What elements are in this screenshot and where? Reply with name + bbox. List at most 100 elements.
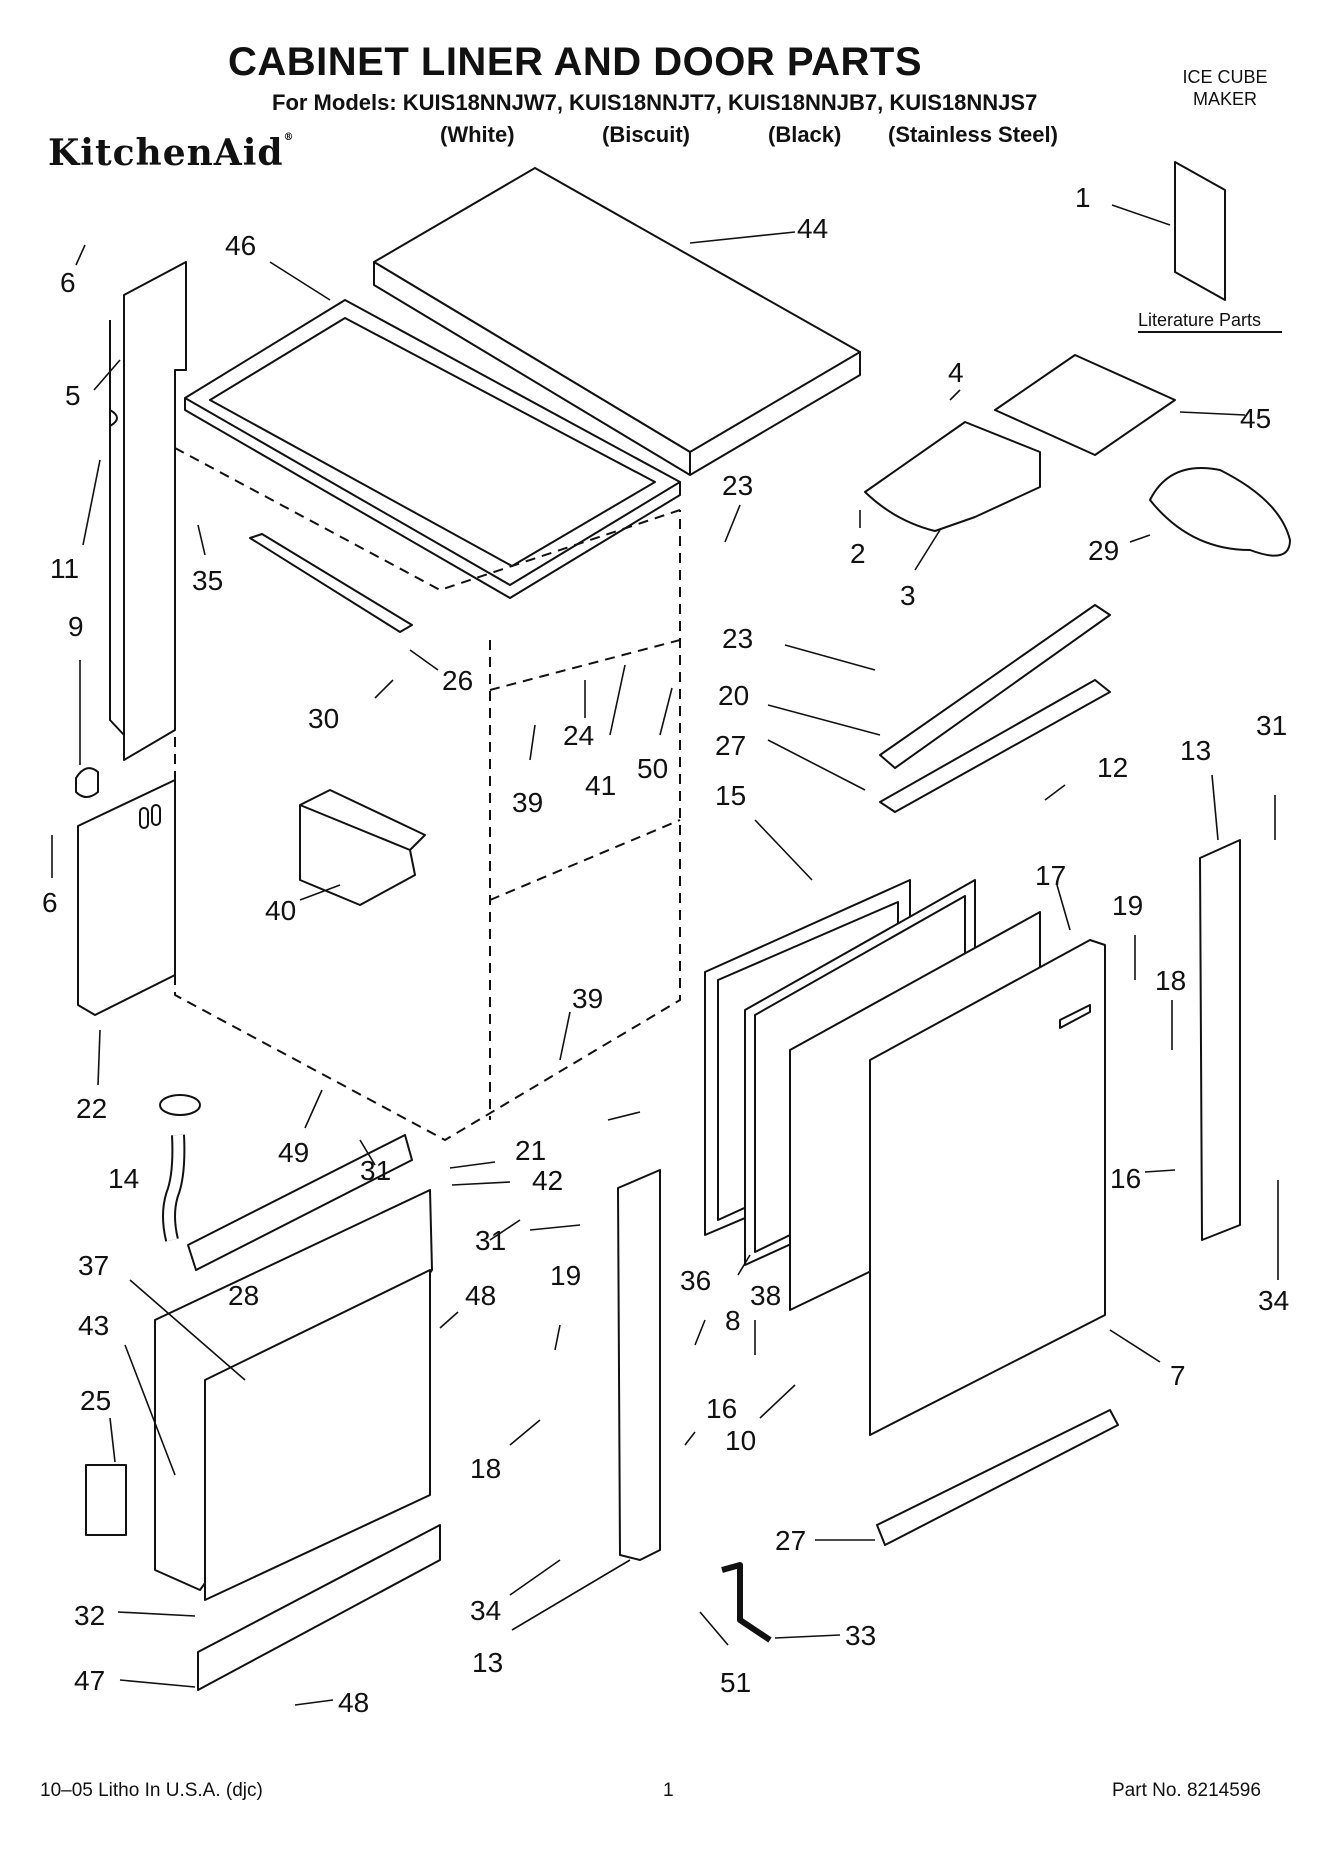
callout-6: 6 xyxy=(42,887,58,918)
callout-31: 31 xyxy=(475,1225,506,1256)
callout-19: 19 xyxy=(550,1260,581,1291)
toe-grille-part xyxy=(197,1524,441,1691)
callout-labels: 44 46 1 6 5 11 9 6 22 35 26 30 40 49 23 … xyxy=(42,182,1289,1718)
callout-39: 39 xyxy=(512,787,543,818)
callout-31: 31 xyxy=(360,1155,391,1186)
ice-scoop-part xyxy=(1149,467,1291,557)
finish-biscuit: (Biscuit) xyxy=(602,122,690,147)
bottom-rail-part xyxy=(876,1409,1119,1546)
footer-part-number: Part No. 8214596 xyxy=(1112,1780,1261,1801)
callout-34: 34 xyxy=(470,1595,501,1626)
callout-48: 48 xyxy=(338,1687,369,1718)
right-hinge-rail xyxy=(1199,839,1241,1241)
callout-13: 13 xyxy=(1180,735,1211,766)
deflector-part xyxy=(864,421,1041,532)
callout-6: 6 xyxy=(60,267,76,298)
hose-clamp-part xyxy=(159,1094,201,1116)
callout-29: 29 xyxy=(1088,535,1119,566)
callout-8: 8 xyxy=(725,1305,741,1336)
callout-37: 37 xyxy=(78,1250,109,1281)
callout-38: 38 xyxy=(750,1280,781,1311)
callout-41: 41 xyxy=(585,770,616,801)
callout-27: 27 xyxy=(775,1525,806,1556)
callout-45: 45 xyxy=(1240,403,1271,434)
callout-31: 31 xyxy=(1256,710,1287,741)
callout-35: 35 xyxy=(192,565,223,596)
callout-20: 20 xyxy=(718,680,749,711)
callout-23: 23 xyxy=(722,623,753,654)
hinge-bracket-part xyxy=(721,1562,772,1643)
callout-30: 30 xyxy=(308,703,339,734)
finish-stainless: (Stainless Steel) xyxy=(888,122,1058,147)
callout-16: 16 xyxy=(1110,1163,1141,1194)
toe-kick-bracket xyxy=(187,1134,413,1271)
callout-7: 7 xyxy=(1170,1360,1186,1391)
callout-49: 49 xyxy=(278,1137,309,1168)
callout-36: 36 xyxy=(680,1265,711,1296)
liner-frame-part xyxy=(184,299,681,599)
callout-33: 33 xyxy=(845,1620,876,1651)
callout-2: 2 xyxy=(850,538,866,569)
brand-logo: KitchenAid® xyxy=(48,132,295,174)
literature-parts-label: Literature Parts xyxy=(1138,310,1262,330)
callout-12: 12 xyxy=(1097,752,1128,783)
leader-lines xyxy=(51,204,1279,1706)
callout-34: 34 xyxy=(1258,1285,1289,1316)
callout-9: 9 xyxy=(68,611,84,642)
callout-32: 32 xyxy=(74,1600,105,1631)
door-outer-panel xyxy=(869,939,1106,1436)
callout-21: 21 xyxy=(515,1135,546,1166)
callout-26: 26 xyxy=(442,665,473,696)
callout-22: 22 xyxy=(76,1093,107,1124)
callout-14: 14 xyxy=(108,1163,139,1194)
callout-47: 47 xyxy=(74,1665,105,1696)
callout-27: 27 xyxy=(715,730,746,761)
category-label: ICE CUBE MAKER xyxy=(1182,67,1268,109)
callout-10: 10 xyxy=(725,1425,756,1456)
callout-23: 23 xyxy=(722,470,753,501)
callout-43: 43 xyxy=(78,1310,109,1341)
left-hinge-rail xyxy=(617,1169,661,1561)
callout-3: 3 xyxy=(900,580,916,611)
footer-litho: 10–05 Litho In U.S.A. (djc) xyxy=(40,1780,263,1801)
left-side-panel xyxy=(109,261,187,761)
literature-booklet xyxy=(1174,161,1226,301)
rear-panel-part xyxy=(77,779,176,1016)
callout-39: 39 xyxy=(572,983,603,1014)
callout-11: 11 xyxy=(50,553,79,584)
drain-pan-part xyxy=(299,789,426,906)
callout-46: 46 xyxy=(225,230,256,261)
callout-1: 1 xyxy=(1075,182,1091,213)
callout-17: 17 xyxy=(1035,860,1066,891)
callout-18: 18 xyxy=(470,1453,501,1484)
pad-part xyxy=(994,354,1176,456)
upper-rail-part xyxy=(879,604,1111,813)
callout-18: 18 xyxy=(1155,965,1186,996)
callout-16: 16 xyxy=(706,1393,737,1424)
callout-48: 48 xyxy=(465,1280,496,1311)
callout-15: 15 xyxy=(715,780,746,811)
page-title: CABINET LINER AND DOOR PARTS xyxy=(228,40,922,84)
clamp-part xyxy=(75,767,99,798)
callout-50: 50 xyxy=(637,753,668,784)
callout-44: 44 xyxy=(797,213,828,244)
callout-42: 42 xyxy=(532,1165,563,1196)
callout-4: 4 xyxy=(948,357,964,388)
callout-25: 25 xyxy=(80,1385,111,1416)
callout-13: 13 xyxy=(472,1647,503,1678)
callout-19: 19 xyxy=(1112,890,1143,921)
callout-5: 5 xyxy=(65,380,81,411)
channel-part xyxy=(249,533,413,633)
hose-part xyxy=(162,1134,186,1242)
toe-grille-frame xyxy=(154,1189,433,1601)
bracket-part xyxy=(85,1464,127,1536)
finish-white: (White) xyxy=(440,122,515,147)
footer-page-number: 1 xyxy=(663,1780,674,1801)
callout-51: 51 xyxy=(720,1667,751,1698)
callout-24: 24 xyxy=(563,720,594,751)
top-cover-part xyxy=(373,167,861,476)
callout-40: 40 xyxy=(265,895,296,926)
callout-28: 28 xyxy=(228,1280,259,1311)
finish-black: (Black) xyxy=(768,122,842,147)
